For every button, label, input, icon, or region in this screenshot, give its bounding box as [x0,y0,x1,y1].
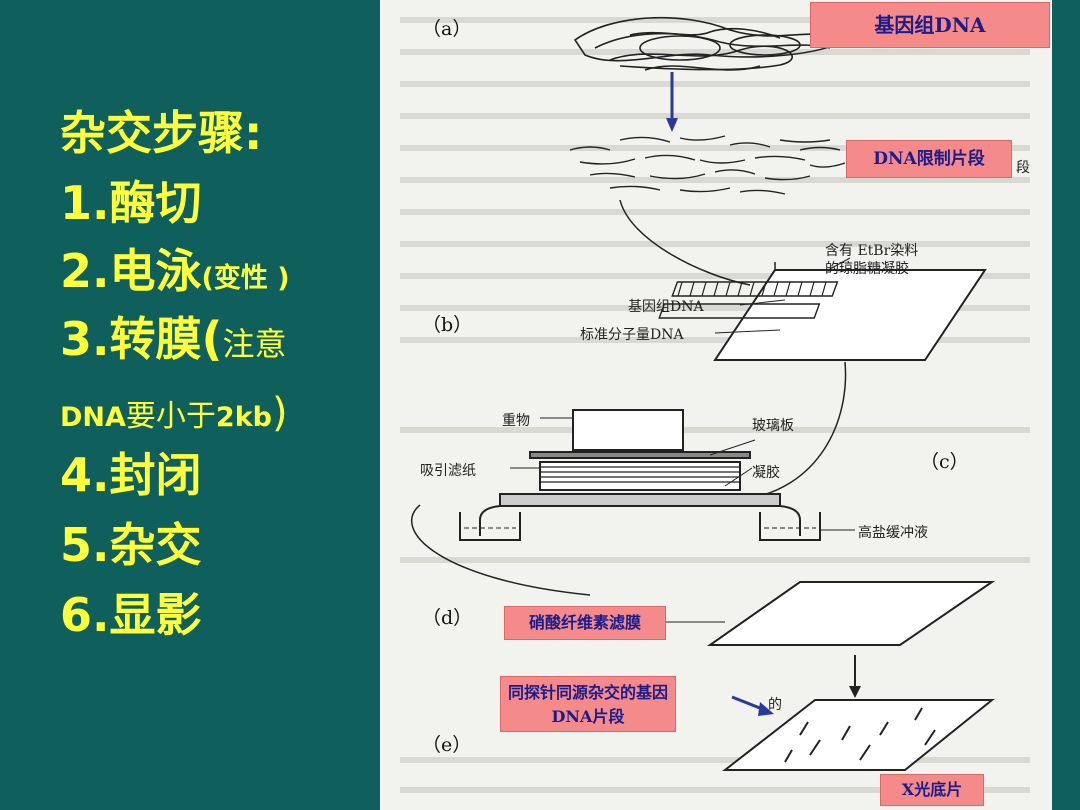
marker-pointer [714,329,781,334]
glass-pointer [709,439,756,456]
step-2-note: (变性 ) [201,263,290,294]
step-4: 4.封闭 [60,448,202,502]
step-3-paren: ) [271,390,288,436]
part-b-label: （b） [422,314,473,336]
gel-label-line2: 的琼脂糖凝胶 [825,261,909,277]
xray-film-box: X光底片 [880,774,984,806]
genomic-dna-tangle [573,16,847,71]
glass-plate-label: 玻璃板 [752,418,794,434]
steps-title: 杂交步骤: [60,106,263,160]
probe-arrowhead [758,702,774,716]
blot-apparatus [459,409,821,541]
step-3-less-than: 要小于 [125,399,216,434]
genomic-dna-box: 基因组DNA [810,2,1050,48]
agarose-gel [658,262,987,361]
step-3-note: 注意 [222,325,287,363]
step-3: 3.转膜(注意 [60,316,287,365]
diagram-drawing [400,16,1030,793]
duan-label: 段 [1016,160,1030,176]
xray-film [722,699,995,771]
genomic-pointer [739,299,786,306]
restriction-fragments-box: DNA限制片段 [846,140,1012,178]
nitrocellulose-membrane [706,581,996,646]
develop-arrowhead [849,686,861,698]
background-text-texture [400,17,1030,793]
to-membrane-curve [410,504,591,596]
step-3-2kb: 2kb [215,402,272,433]
step-1: 1.酶切 [60,176,202,230]
genomic-dna-printed: 基因组DNA [628,299,704,315]
step-2: 2.电泳(变性 ) [60,248,290,295]
buffer-label: 高盐缓冲液 [858,525,928,541]
gel-label-line1: 含有 EtBr染料 [825,243,919,259]
de-label: 的 [768,697,782,713]
step-5: 5.杂交 [60,518,202,572]
blotting-paper-label: 吸引滤纸 [420,463,476,479]
part-e-label: （e） [422,734,472,756]
southern-blot-diagram: （a） （b） （c） （d） （e） 含有 EtBr染料 的琼脂糖凝胶 基因组… [380,0,1052,810]
step-3-dna: DNA [60,402,126,433]
nitrocellulose-box: 硝酸纤维素滤膜 [504,606,666,640]
dna-fragments [569,135,846,195]
step-3-line2: DNA要小于2kb) [60,390,288,436]
part-c-label: （c） [920,451,969,473]
part-d-label: （d） [422,607,473,629]
weight-label: 重物 [502,413,530,429]
probe-box: 同探针同源杂交的基因DNA片段 [500,676,676,732]
digest-arrowhead [666,118,678,132]
gel-c-label: 凝胶 [752,465,780,481]
to-gel-curve [619,199,751,286]
part-a-label: （a） [422,18,472,40]
step-2-main: 2.电泳 [60,244,202,298]
gel-pointer [827,257,851,271]
marker-dna-printed: 标准分子量DNA [580,327,684,343]
step-3-main: 3.转膜( [60,312,223,366]
step-6: 6.显影 [60,588,202,642]
gel-c-pointer [724,467,753,487]
